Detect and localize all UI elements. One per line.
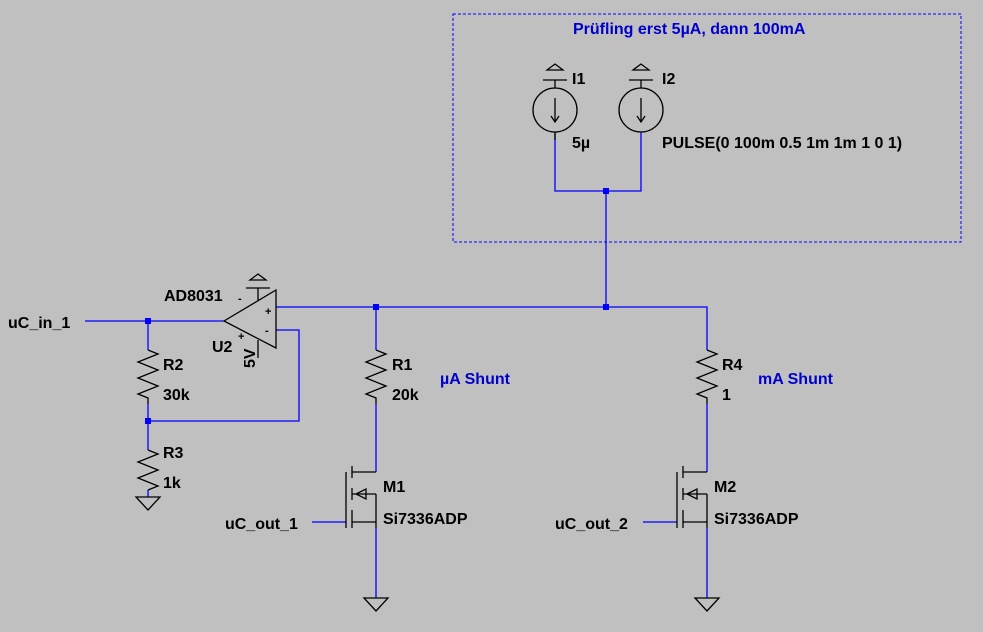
ground-m2	[693, 597, 721, 612]
mosfet-m2[interactable]	[676, 466, 708, 528]
resistor-r2[interactable]	[136, 349, 160, 404]
junctions	[145, 188, 609, 424]
net-out1-label[interactable]: uC_out_1	[225, 516, 298, 533]
dut-box	[452, 13, 962, 243]
resistor-r3[interactable]	[136, 449, 160, 491]
ground-m1	[362, 597, 390, 612]
resistor-r1[interactable]	[364, 349, 388, 404]
r4-ref: R4	[722, 357, 743, 374]
svg-text:-: -	[238, 293, 242, 305]
svg-text:-: -	[265, 325, 269, 337]
net-in-label[interactable]: uC_in_1	[8, 315, 70, 332]
ground-r3	[134, 496, 162, 511]
box-title: Prüfling erst 5µA, dann 100mA	[573, 21, 806, 38]
mosfet-m1[interactable]	[345, 466, 377, 528]
i1-value: 5µ	[572, 135, 590, 152]
current-source-i1[interactable]	[532, 63, 578, 140]
r3-ref: R3	[163, 445, 184, 462]
m2-model: Si7336ADP	[714, 511, 799, 528]
r2-ref: R2	[163, 357, 184, 374]
r3-value: 1k	[163, 475, 181, 492]
r1-value: 20k	[392, 387, 419, 404]
i2-value: PULSE(0 100m 0.5 1m 1m 1 0 1)	[662, 135, 902, 152]
opamp-ref: U2	[212, 339, 233, 356]
m1-model: Si7336ADP	[383, 511, 468, 528]
net-out2-label[interactable]: uC_out_2	[555, 516, 628, 533]
r4-value: 1	[722, 387, 731, 404]
ua-shunt-comment: µA Shunt	[440, 371, 511, 388]
r1-ref: R1	[392, 357, 413, 374]
svg-text:+: +	[265, 306, 271, 318]
opamp-model: AD8031	[164, 288, 223, 305]
r2-value: 30k	[163, 387, 190, 404]
svg-text:+: +	[238, 331, 244, 343]
current-source-i2[interactable]	[618, 63, 664, 133]
m2-ref: M2	[714, 479, 736, 496]
m1-ref: M1	[383, 479, 405, 496]
resistor-r4[interactable]	[695, 349, 719, 404]
opamp-supply: 5V	[242, 348, 259, 368]
ma-shunt-comment: mA Shunt	[758, 371, 834, 388]
i2-ref: I2	[662, 71, 675, 88]
wires	[85, 132, 708, 598]
opamp-u2[interactable]: + - - +	[222, 273, 277, 358]
i1-ref: I1	[572, 71, 585, 88]
